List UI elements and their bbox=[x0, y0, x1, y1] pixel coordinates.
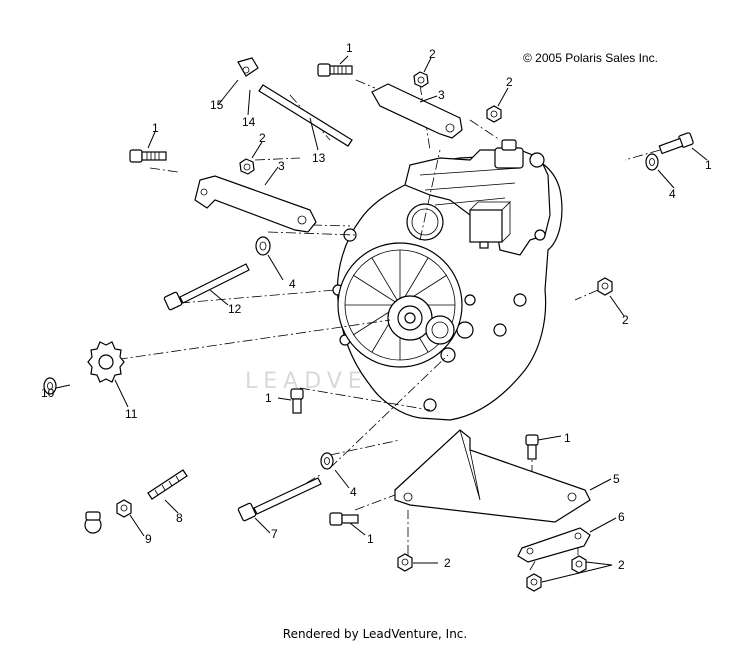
callout-4-lower: 4 bbox=[350, 485, 357, 499]
plate-icon bbox=[517, 527, 591, 563]
callout-6: 6 bbox=[618, 510, 625, 524]
bolt-icon bbox=[658, 132, 694, 155]
gearcase-icon bbox=[332, 139, 563, 421]
callout-13: 13 bbox=[312, 151, 326, 165]
callout-8: 8 bbox=[176, 511, 183, 525]
copyright-notice: © 2005 Polaris Sales Inc. bbox=[523, 51, 658, 65]
callout-1-lower-right: 1 bbox=[564, 431, 571, 445]
callout-4-right: 4 bbox=[669, 187, 676, 201]
bolt-icon bbox=[129, 149, 167, 163]
callout-5: 5 bbox=[613, 472, 620, 486]
callout-2-bottom-right: 2 bbox=[618, 558, 625, 572]
nut-icon bbox=[116, 499, 132, 518]
bolt-icon bbox=[163, 263, 250, 311]
callout-3-left: 3 bbox=[278, 159, 285, 173]
callout-2-upper-right: 2 bbox=[506, 75, 513, 89]
bolt-icon bbox=[317, 63, 353, 77]
callout-10: 10 bbox=[41, 386, 55, 400]
nut-icon bbox=[239, 158, 255, 175]
callout-3-upper: 3 bbox=[438, 88, 445, 102]
callout-14: 14 bbox=[242, 115, 256, 129]
bracket-icon bbox=[371, 83, 463, 139]
callout-11: 11 bbox=[125, 407, 138, 421]
callout-12: 12 bbox=[228, 302, 242, 316]
callout-1-mid: 1 bbox=[265, 391, 272, 405]
washer-icon bbox=[255, 236, 271, 256]
callout-15: 15 bbox=[210, 98, 224, 112]
sprocket-icon bbox=[87, 341, 125, 383]
bracket-icon bbox=[194, 175, 317, 233]
callout-1-top: 1 bbox=[346, 41, 353, 55]
rod-icon bbox=[237, 57, 353, 147]
washer-icon bbox=[645, 153, 659, 171]
washer-icon bbox=[43, 377, 57, 395]
callout-2-left: 2 bbox=[259, 131, 266, 145]
callout-2-right: 2 bbox=[622, 313, 629, 327]
plug-icon bbox=[84, 511, 102, 534]
footer-credit: Rendered by LeadVenture, Inc. bbox=[282, 627, 468, 641]
callout-1-left: 1 bbox=[152, 121, 159, 135]
washer-icon bbox=[320, 452, 334, 470]
bolt-icon bbox=[237, 477, 322, 522]
bolt-icon bbox=[329, 512, 359, 526]
leader-lines bbox=[55, 55, 708, 583]
bolt-icon bbox=[525, 434, 539, 460]
bolt-icon bbox=[290, 388, 304, 414]
bolt-icon bbox=[147, 469, 188, 500]
callout-1-right: 1 bbox=[705, 158, 712, 172]
callout-7: 7 bbox=[271, 527, 278, 541]
assembly-lines bbox=[99, 79, 661, 571]
callout-9: 9 bbox=[145, 532, 152, 546]
bracket-icon bbox=[394, 429, 591, 523]
callout-4-left: 4 bbox=[289, 277, 296, 291]
callout-1-lower: 1 bbox=[367, 532, 374, 546]
nut-icon bbox=[413, 71, 429, 88]
nut-icon bbox=[526, 573, 542, 592]
callout-labels: 1 2 2 3 15 14 13 1 2 3 1 4 4 12 2 11 10 … bbox=[41, 41, 712, 572]
nut-icon bbox=[571, 555, 587, 574]
callout-2-bottom: 2 bbox=[444, 556, 451, 570]
nut-icon bbox=[486, 105, 502, 123]
callout-2-top: 2 bbox=[429, 47, 436, 61]
nut-icon bbox=[597, 277, 613, 296]
nut-icon bbox=[397, 553, 413, 572]
